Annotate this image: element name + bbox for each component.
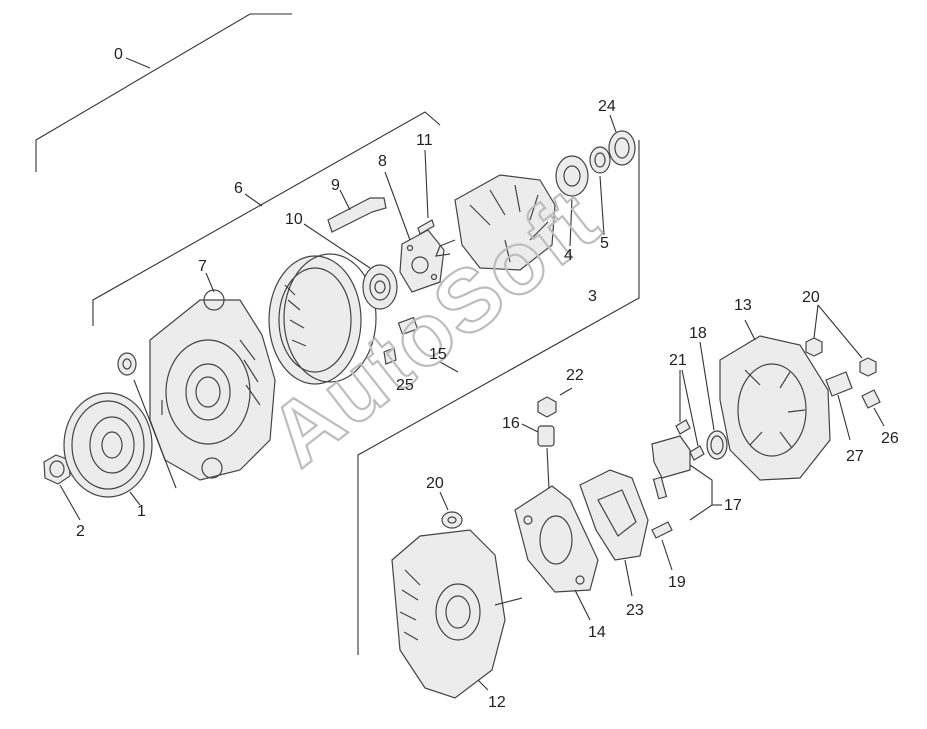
- callout-13: 13: [734, 297, 752, 314]
- nut-part-20-left: [439, 491, 463, 529]
- callout-22: 22: [566, 367, 584, 384]
- retainer-plate-part-8: [384, 171, 445, 293]
- callout-2: 2: [76, 523, 85, 540]
- insulator-part-16: [521, 423, 555, 447]
- collar-part-5: [589, 146, 611, 236]
- callout-25: 25: [396, 377, 414, 394]
- nut-part-2: [43, 454, 81, 521]
- callout-9: 9: [331, 177, 340, 194]
- bolt-part-26: [861, 389, 885, 427]
- callout-17: 17: [724, 497, 742, 514]
- seal-ring-part-18: [699, 341, 728, 460]
- callout-19: 19: [668, 574, 686, 591]
- callout-labels: 0 1 2 3 4 5 6 7 8 9 10 11 12 13 14 15 16…: [76, 46, 899, 711]
- leader-15: [439, 361, 459, 373]
- callout-4: 4: [564, 247, 573, 264]
- rear-cover-part-13: [719, 319, 831, 481]
- callout-20-right: 20: [802, 289, 820, 306]
- callout-21: 21: [669, 352, 687, 369]
- callout-14: 14: [588, 624, 606, 641]
- stator-winding: [268, 253, 377, 385]
- callout-12: 12: [488, 694, 506, 711]
- callout-18: 18: [689, 325, 707, 342]
- rectifier-part-14: [514, 447, 599, 621]
- callout-24: 24: [598, 98, 616, 115]
- assembly-bracket-0: [35, 13, 292, 172]
- terminal-insulator: [397, 316, 419, 336]
- callout-6: 6: [234, 180, 243, 197]
- callout-10: 10: [285, 211, 303, 228]
- callout-11: 11: [416, 132, 433, 149]
- screw-part-11: [417, 149, 435, 235]
- small-bolt-part-25: [383, 347, 403, 375]
- callout-8: 8: [378, 153, 387, 170]
- rear-bearing-part-4: [555, 155, 589, 247]
- callout-26: 26: [881, 430, 899, 447]
- callout-3: 3: [588, 288, 597, 305]
- callout-5: 5: [600, 235, 609, 252]
- callout-16: 16: [502, 415, 520, 432]
- callout-7: 7: [198, 258, 207, 275]
- nut-part-22: [537, 387, 573, 418]
- rotor-assembly: [435, 174, 556, 271]
- rear-bracket: [357, 140, 640, 655]
- regulator-assembly: [651, 369, 705, 479]
- callout-27: 27: [846, 448, 864, 465]
- front-housing-part-7: [133, 272, 276, 489]
- bearing-part-10: [303, 223, 398, 310]
- brush-cover-part-23: [579, 469, 649, 597]
- bolt-part-27: [825, 371, 853, 441]
- nut-part-20-right: [805, 304, 877, 377]
- callout-15: 15: [429, 346, 447, 363]
- stud-bolt-part-9: [327, 189, 387, 233]
- callout-1: 1: [137, 503, 146, 520]
- callout-20-left: 20: [426, 475, 444, 492]
- washer: [117, 352, 137, 376]
- rear-housing-part-12: [391, 529, 523, 699]
- callout-0: 0: [114, 46, 123, 63]
- screw-part-19: [651, 521, 673, 571]
- stator-bracket-6: [92, 111, 441, 326]
- brushes-part-17: [652, 464, 722, 521]
- seal-ring-part-24: [608, 114, 636, 166]
- pulley-part-1: [63, 392, 153, 506]
- callout-23: 23: [626, 602, 644, 619]
